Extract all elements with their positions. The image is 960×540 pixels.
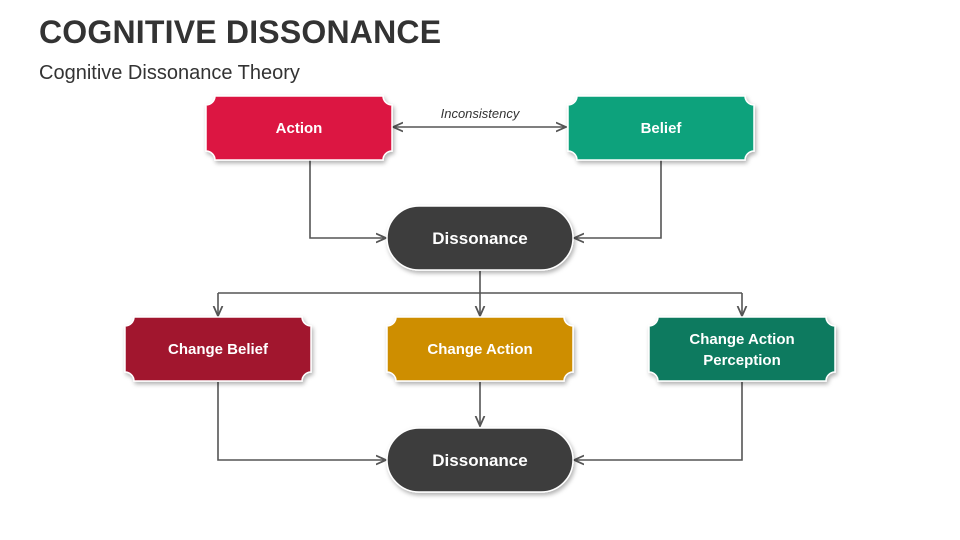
node-dissonance-bottom: Dissonance — [386, 427, 574, 493]
node-dissonance-bottom-label: Dissonance — [432, 451, 527, 470]
node-change-action-label: Change Action — [427, 341, 532, 358]
node-change-perception: Change Action Perception — [648, 316, 836, 382]
edge-belief-dissonance — [574, 160, 662, 238]
node-dissonance-top-shape — [386, 205, 574, 271]
node-change-action-shape — [386, 316, 574, 382]
node-dissonance-top: Dissonance — [386, 205, 574, 271]
node-change-belief: Change Belief — [124, 316, 312, 382]
edge-action-dissonance — [309, 160, 386, 238]
edge-label-inconsistency: Inconsistency — [441, 106, 521, 121]
node-belief: Belief — [567, 95, 755, 161]
node-action-shape — [205, 95, 393, 161]
node-action: Action — [205, 95, 393, 161]
node-action-label: Action — [276, 120, 323, 137]
node-change-action: Change Action — [386, 316, 574, 382]
node-dissonance-bottom-shape — [386, 427, 574, 493]
page-subtitle: Cognitive Dissonance Theory — [39, 62, 300, 84]
page-title: COGNITIVE DISSONANCE — [39, 14, 442, 50]
node-dissonance-top-label: Dissonance — [432, 229, 527, 248]
node-belief-label: Belief — [641, 120, 683, 137]
edge-change-perception-dissonance — [574, 382, 743, 460]
node-change-perception-shape — [648, 316, 836, 382]
node-change-belief-label: Change Belief — [168, 341, 269, 358]
node-change-belief-shape — [124, 316, 312, 382]
connectors: Inconsistency — [218, 106, 742, 460]
edge-change-belief-dissonance — [217, 382, 386, 460]
node-change-perception-label-line1: Change Action — [689, 331, 794, 348]
node-belief-shape — [567, 95, 755, 161]
node-change-perception-label-line2: Perception — [703, 352, 781, 369]
